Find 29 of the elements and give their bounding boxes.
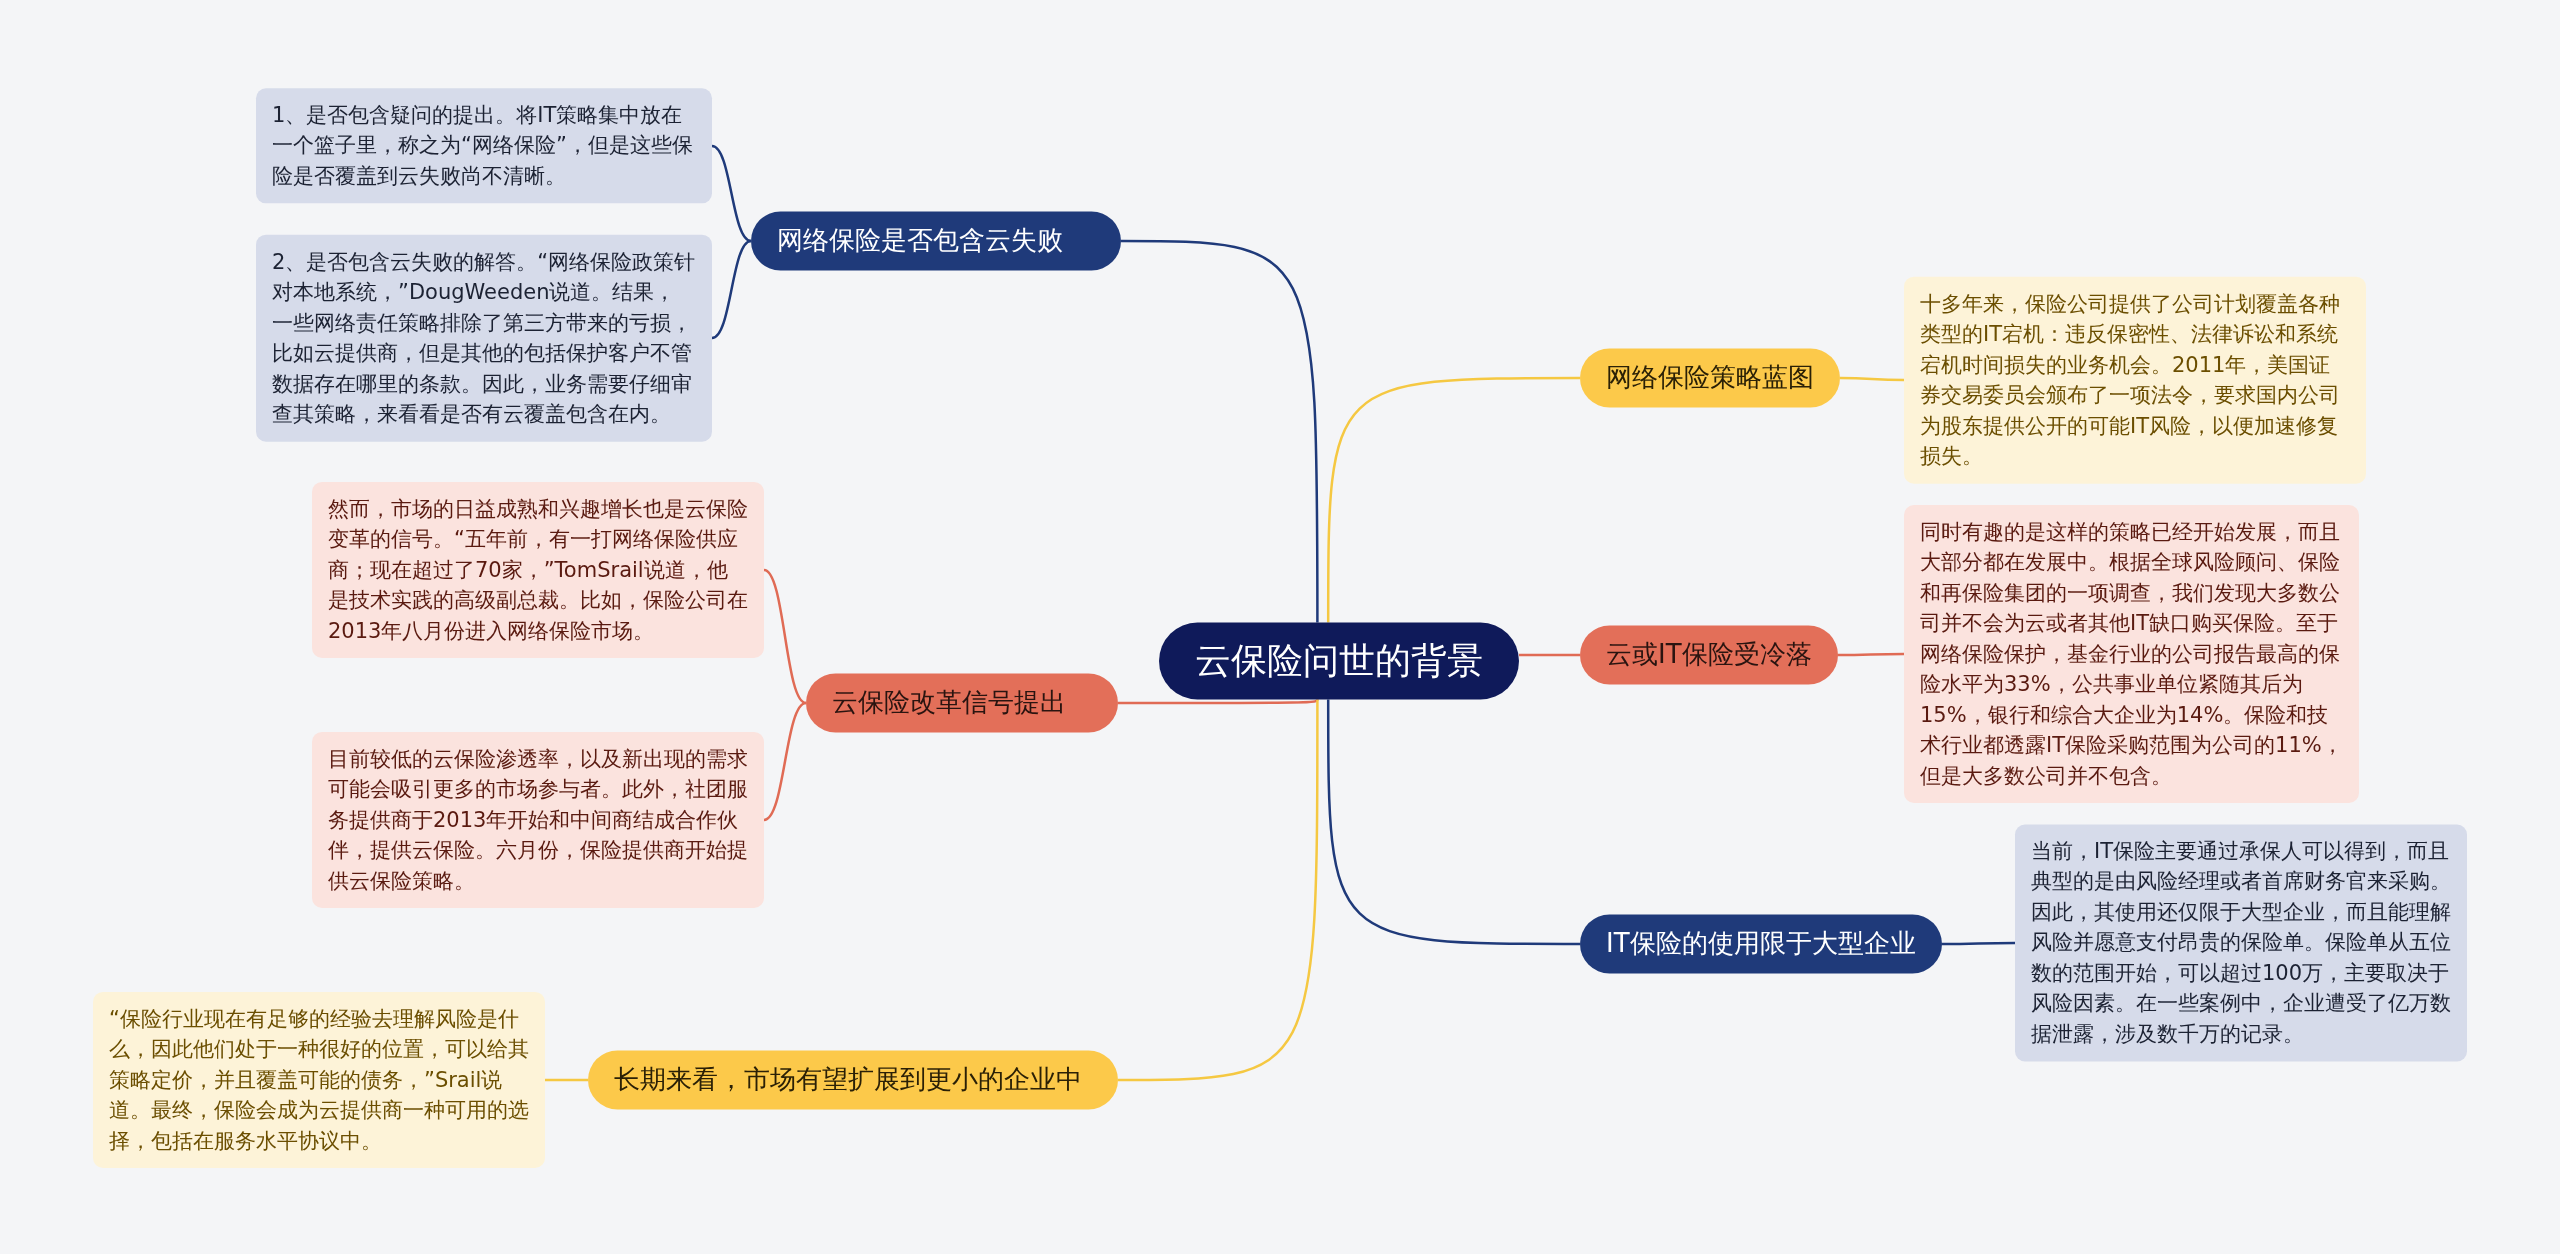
connector-line [1941,941,2015,946]
connector-line [763,701,807,822]
note-card: 2、是否包含云失败的解答。“网络保险政策针对本地系统，”DougWeeden说道。结果，一些网络责任策略排除了第三方带来的亏损，比如云提供商，但是其他的包括保护客户不管数据存在哪里的条款。因此，业务需要仔细审查其策略，来看看是否有云覆盖包含在内。 [256,234,712,442]
branch-topic: 云保险改革信号提出 [806,673,1118,733]
connector-line [1840,376,1904,382]
note-card: 同时有趣的是这样的策略已经开始发展，而且大部分都在发展中。根据全球风险顾问、保险和再保险集团的一项调查，我们发现大多数公司并不会为云或者其他IT缺口购买保险。至于网络保险保护，基金行业的公司报告最高的保险水平为33%，公共事业单位紧随其后为15%，银行和综合大企业为14%。保险和技术行业都透露IT保险采购范围为公司的11%，但是大多数公司并不包含。 [1904,505,2359,803]
branch-topic: 网络保险是否包含云失败 [751,211,1121,271]
branch-topic: IT保险的使用限于大型企业 [1580,914,1942,974]
connector-line [1326,376,1580,623]
note-card: 目前较低的云保险渗透率，以及新出现的需求可能会吸引更多的市场参与者。此外，社团服务提供商于2013年开始和中间商结成合作伙伴，提供云保险。六月份，保险提供商开始提供云保险策略。 [312,731,764,909]
connector-line [1118,698,1319,705]
connector-line [545,1078,588,1082]
note-card: 当前，IT保险主要通过承保人可以得到，而且典型的是由风险经理或者首席财务官来采购。因此，其使用还仅限于大型企业，而且能理解风险并愿意支付昂贵的保险单。保险单从五位数的范围开始，可以超过100万，主要取决于风险因素。在一些案例中，企业遭受了亿万数据泄露，涉及数千万的记录。 [2015,824,2467,1062]
note-card: 1、是否包含疑问的提出。将IT策略集中放在一个篮子里，称之为“网络保险”，但是这些保险是否覆盖到云失败尚不清晰。 [256,88,712,204]
note-card: 十多年来，保险公司提供了公司计划覆盖各种类型的IT宕机：违反保密性、法律诉讼和系统宕机时间损失的业务机会。2011年，美国证券交易委员会颁布了一项法令，要求国内公司为股东提供公开的可能IT风险，以便加速修复损失。 [1904,276,2366,484]
connector-line [1519,653,1580,657]
connector-line [1118,699,1319,1082]
connector-line [1326,699,1580,946]
note-card: 然而，市场的日益成熟和兴趣增长也是云保险变革的信号。“五年前，有一打网络保险供应商；现在超过了70家，”TomSrail说道，他是技术实践的高级副总裁。比如，保险公司在2013年八月份进入网络保险市场。 [312,481,764,659]
connector-line [1837,652,1904,657]
central-topic: 云保险问世的背景 [1159,622,1519,700]
branch-topic: 网络保险策略蓝图 [1580,348,1840,408]
connector-line [1121,239,1319,623]
connector-line [711,144,752,243]
connector-line [711,239,752,340]
note-card: “保险行业现在有足够的经验去理解风险是什么，因此他们处于一种很好的位置，可以给其策略定价，并且覆盖可能的债务，”Srail说道。最终，保险会成为云提供商一种可用的选择，包括在服务水平协议中。 [93,991,545,1169]
branch-topic: 云或IT保险受冷落 [1580,625,1838,685]
branch-topic: 长期来看，市场有望扩展到更小的企业中 [588,1050,1118,1110]
connector-line [763,568,807,705]
